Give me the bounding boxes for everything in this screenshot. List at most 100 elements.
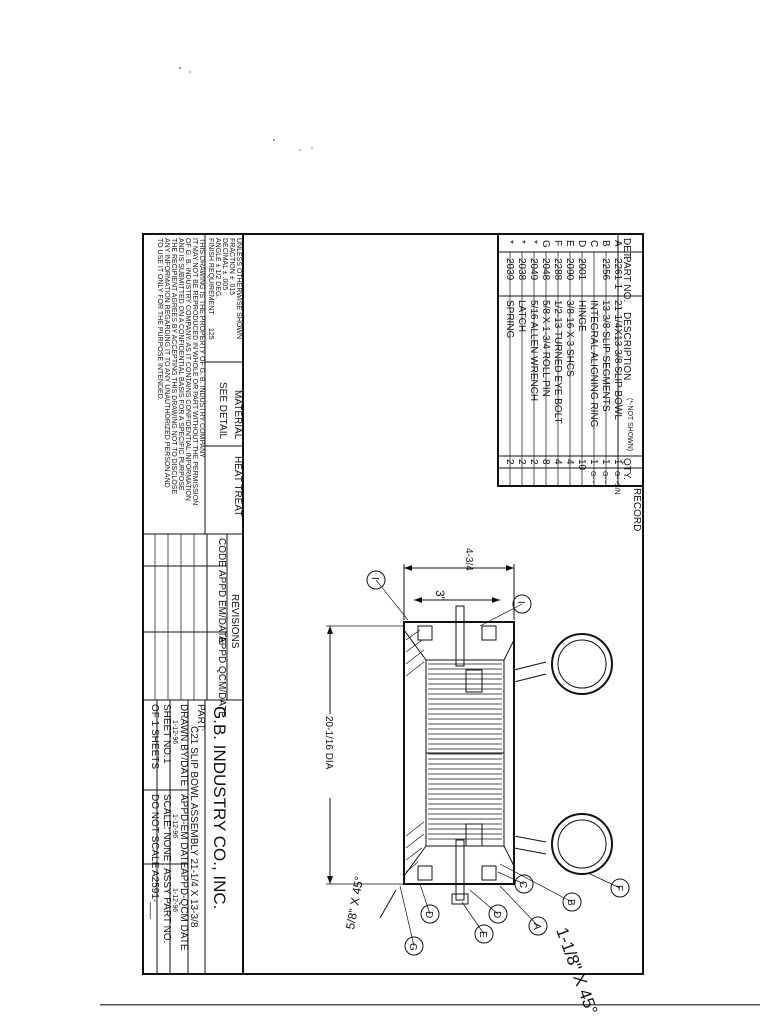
drawn-by-value: 1-12-96 — [171, 720, 178, 744]
balloon-circle — [562, 892, 582, 912]
bom-det-cell: G — [540, 240, 551, 248]
drawn-by-label: DRAWN BY/DATE — [178, 704, 189, 787]
dim-chamfer-top: 1-1/8" X 45° — [552, 925, 601, 1017]
tol-line-1: UNLESS OTHERWISE SHOWN — [235, 238, 242, 339]
balloon-leader-line — [499, 863, 573, 903]
bom-header-not-shown: (*-NOT SHOWN) — [626, 398, 633, 451]
heat-treat-label: HEAT TREAT — [232, 456, 243, 516]
balloon-leader-line — [399, 885, 415, 947]
balloon-leader-line — [589, 873, 621, 889]
balloon-leader-line — [419, 883, 431, 915]
bowl-wall-hatch — [405, 629, 425, 873]
balloon-leader-line — [479, 603, 523, 627]
bom-description-cell: 21-1/4X13-3/8 SLIP BOWL — [612, 300, 623, 420]
title-strip: UNLESS OTHERWISE SHOWN FRACTION ± .015 D… — [143, 234, 244, 974]
material-value: SEE DETAIL — [217, 382, 228, 439]
bom-description-cell: INTEGRAL ALIGNING RING — [588, 300, 599, 428]
balloon-label-b: B — [565, 899, 576, 906]
bom-qty-cell: 1 — [600, 459, 611, 465]
scan-specks — [100, 67, 760, 1006]
notice-line-4: AND IS SUBMITTED ON A CONFIDENTIAL BASIS… — [177, 238, 184, 491]
dimensions: 4-3/4 3" 20-1/16 DIA 1-1/8" X 45° 5/8" X… — [322, 548, 601, 1017]
balloon-circle — [474, 924, 494, 944]
bom-part-no-cell: 2039 — [504, 258, 515, 281]
bom-part-no-cell: 2090 — [564, 258, 575, 281]
bom-description-cell: 13-3/8 SLIP SEGMENTS — [600, 300, 611, 412]
bom-det-cell: * — [528, 240, 539, 244]
bom-qty-cell: 2 — [516, 459, 527, 465]
notice-line-2: IT MAY NOT BE REPRODUCED IN WHOLE OR PAR… — [191, 238, 198, 505]
bom-part-no-cell: 2049 — [528, 258, 539, 281]
balloon-label-e: E — [477, 931, 488, 938]
bom-det-cell: D — [576, 240, 587, 247]
bom-det-cell: * — [516, 240, 527, 244]
balloon-leader-line — [375, 579, 409, 621]
dim-height-overall: 4-3/4 — [463, 548, 474, 571]
revisions-block: REVISIONS CODE APPD EM/DATE APPD QCM/DAT… — [143, 534, 240, 718]
bom-qty-cell: 1 — [612, 459, 623, 465]
balloon-leader-line — [461, 901, 485, 935]
bom-part-no-cell: 2048 — [540, 258, 551, 281]
bom-record-cell: G- -S/N — [613, 471, 620, 495]
bom-qty-cell: 1 — [588, 459, 599, 465]
bom-det-cell: B — [600, 240, 611, 247]
bom-part-no-cell: 2288 — [552, 258, 563, 281]
bom-record-cell: G- - — [601, 471, 608, 484]
balloon-circle — [366, 570, 386, 590]
bom-det-cell: F — [552, 240, 563, 246]
bom-qty-cell: 2 — [504, 459, 515, 465]
notice-line-3: OF G. B. INDUSTRY COMPANY. AS IT CONTAIN… — [184, 238, 191, 501]
dim-chamfer-bottom: 5/8" X 45° — [343, 875, 366, 931]
bom-qty-cell: 8 — [540, 459, 551, 465]
bom-qty-cell: 10 — [576, 459, 587, 471]
balloon-label-i: I — [515, 601, 526, 604]
tol-line-5: FINISH REQUIREMENT — [207, 238, 214, 315]
sheet-border — [142, 233, 644, 975]
do-not-scale-label: DO NOT SCALE — [149, 794, 160, 869]
part-label: PART: — [195, 704, 206, 731]
bom-det-cell: A — [612, 240, 623, 247]
bom-det-cell: * — [504, 240, 515, 244]
rev-appd-qcm-header: APPD QCM/DATE — [216, 636, 227, 718]
rev-code-header: CODE — [216, 538, 227, 567]
notice-line-1: THIS DRAWING IS THE PROPERTY OF G. B. IN… — [198, 238, 205, 458]
bom-det-cell: E — [564, 240, 575, 247]
bom-header-det: DET. — [621, 238, 632, 260]
bom-description-cell: LATCH — [516, 300, 527, 332]
balloon-circle — [528, 916, 548, 936]
appd-em-date-value: 1-12-96 — [171, 814, 178, 838]
bom-description-cell: SPRING — [504, 300, 515, 339]
balloon-label-g: G — [407, 943, 418, 951]
sheet-no-label: SHEET NO. — [161, 704, 172, 758]
bom-header-part-no: PART NO. — [621, 256, 632, 302]
bom-part-no-cell: 2001 — [576, 258, 587, 281]
dim-diameter: 20-1/16 DIA — [323, 716, 334, 770]
bom-part-no-cell: 2256 — [600, 258, 611, 281]
bom-part-no-cell: 2261-1 — [612, 258, 623, 290]
balloon-circle — [514, 874, 534, 894]
bom-description-cell: 3/8-16 X 3 SHCS — [564, 300, 575, 377]
sheet-no-value: 1 — [161, 758, 172, 764]
bom-qty-cell: 4 — [564, 459, 575, 465]
balloon-label-i: I — [369, 577, 380, 580]
bom-qty-cell: 2 — [528, 459, 539, 465]
bom-record-cell: G- - — [589, 471, 596, 484]
notice-line-6: ANY INFORMATION REGARDING IT TO ANY UNAU… — [163, 238, 170, 488]
bom-description-cell: 1/2-13 TURNED EYE BOLT — [552, 300, 563, 424]
bom-header-qty: QTY. — [621, 458, 632, 480]
notice-line-5: THE RECIPIENT AGREES BY ACCEPTING THIS D… — [170, 238, 177, 494]
bom-qty-cell: 4 — [552, 459, 563, 465]
balloon-label-c: C — [517, 881, 528, 888]
appd-qcm-date-label: APPD-QCM DATE — [178, 868, 189, 951]
bom-description-cell: 5/8 X 1-3/4 ROLL PIN — [540, 300, 551, 397]
bom-description-cell: HINGE — [576, 300, 587, 332]
bom-description-cell: 5/16 ALLEN WRENCH — [528, 300, 539, 401]
of-sheets-label: OF 1 SHEETS — [149, 704, 160, 769]
dim-height-inner: 3" — [433, 590, 447, 601]
balloon-label-d: D — [491, 911, 502, 918]
part-name: C21 SLIP BOWL ASSEMBLY 21-1/4 X 13-3/8 — [188, 726, 199, 928]
bom-header-record: RECORD — [631, 488, 642, 531]
appd-em-date-label: APPD-EM DATE — [178, 794, 189, 869]
